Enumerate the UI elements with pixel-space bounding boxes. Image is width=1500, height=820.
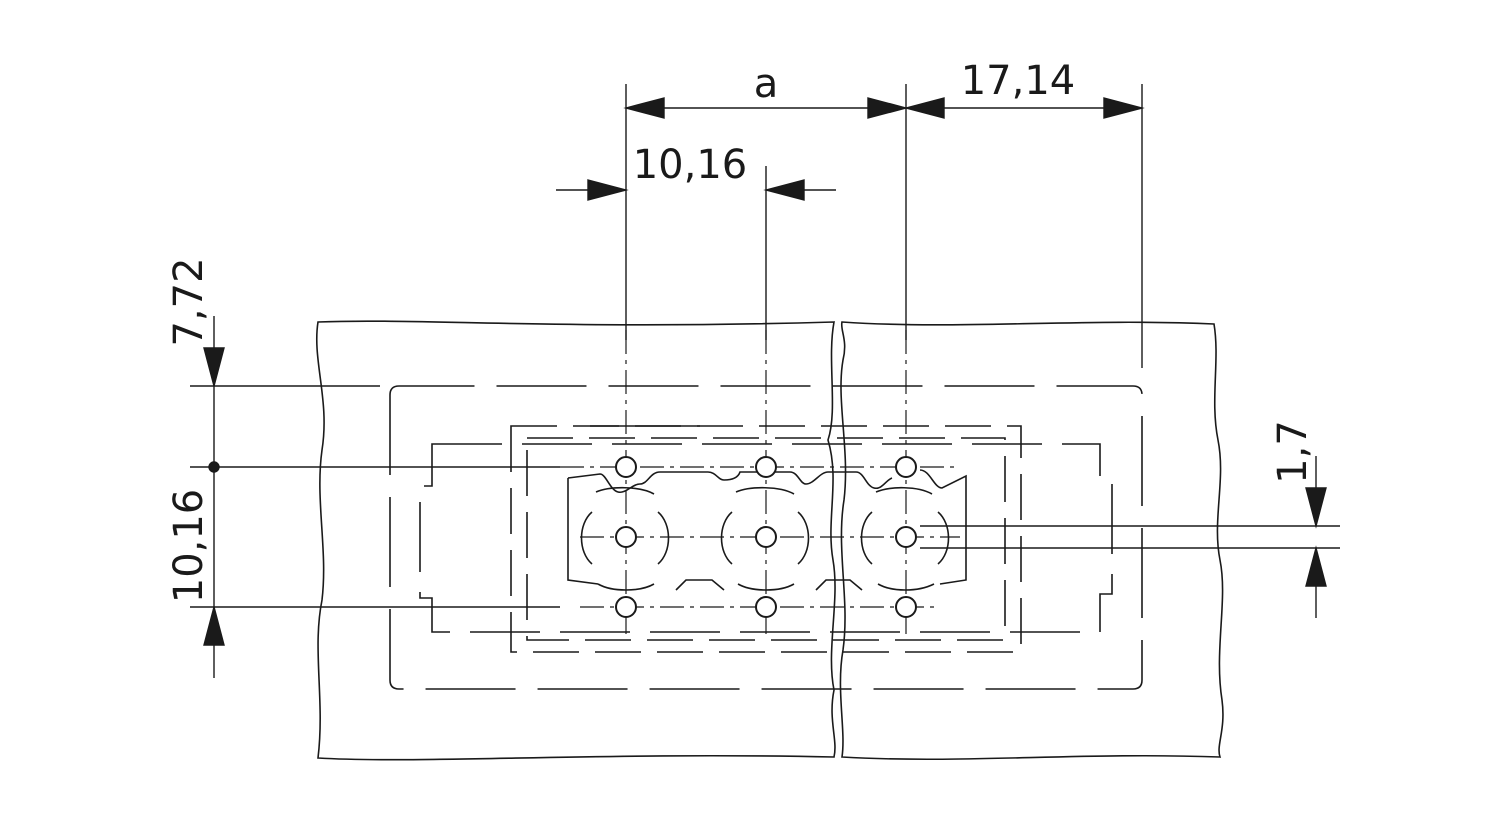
pin-bottom-1 <box>615 596 637 618</box>
dimension-end-offset-label: 17,14 <box>961 58 1076 104</box>
pin-top-3 <box>895 456 917 478</box>
dimension-pin-offset-label: 1,7 <box>1270 420 1316 484</box>
dimension-pin-pitch-vertical-label: 10,16 <box>166 489 212 604</box>
right-housing <box>839 321 1224 761</box>
dimension-a-label: a <box>754 61 779 107</box>
outer-dashed-frame <box>389 385 1143 690</box>
dimension-top-offset-label: 7,72 <box>166 257 212 346</box>
pin-top-2 <box>755 456 777 478</box>
middle-dashed-frame <box>419 443 1113 633</box>
center-lines <box>560 330 960 640</box>
pin-top-1 <box>615 456 637 478</box>
left-housing <box>315 320 836 761</box>
extension-lines <box>190 84 1340 608</box>
dimension-pin-pitch-horizontal-label: 10,16 <box>633 142 748 188</box>
pin-bottom-2 <box>755 596 777 618</box>
pin-arcs <box>580 511 950 565</box>
pin-middle-2 <box>755 526 777 548</box>
pin-middle-3 <box>895 526 917 548</box>
pin-middle-1 <box>615 526 637 548</box>
pin-bottom-3 <box>895 596 917 618</box>
dimension-lines <box>203 97 1327 678</box>
pins <box>615 456 917 618</box>
housing-outline <box>315 320 1224 761</box>
contact-carrier <box>567 469 967 591</box>
